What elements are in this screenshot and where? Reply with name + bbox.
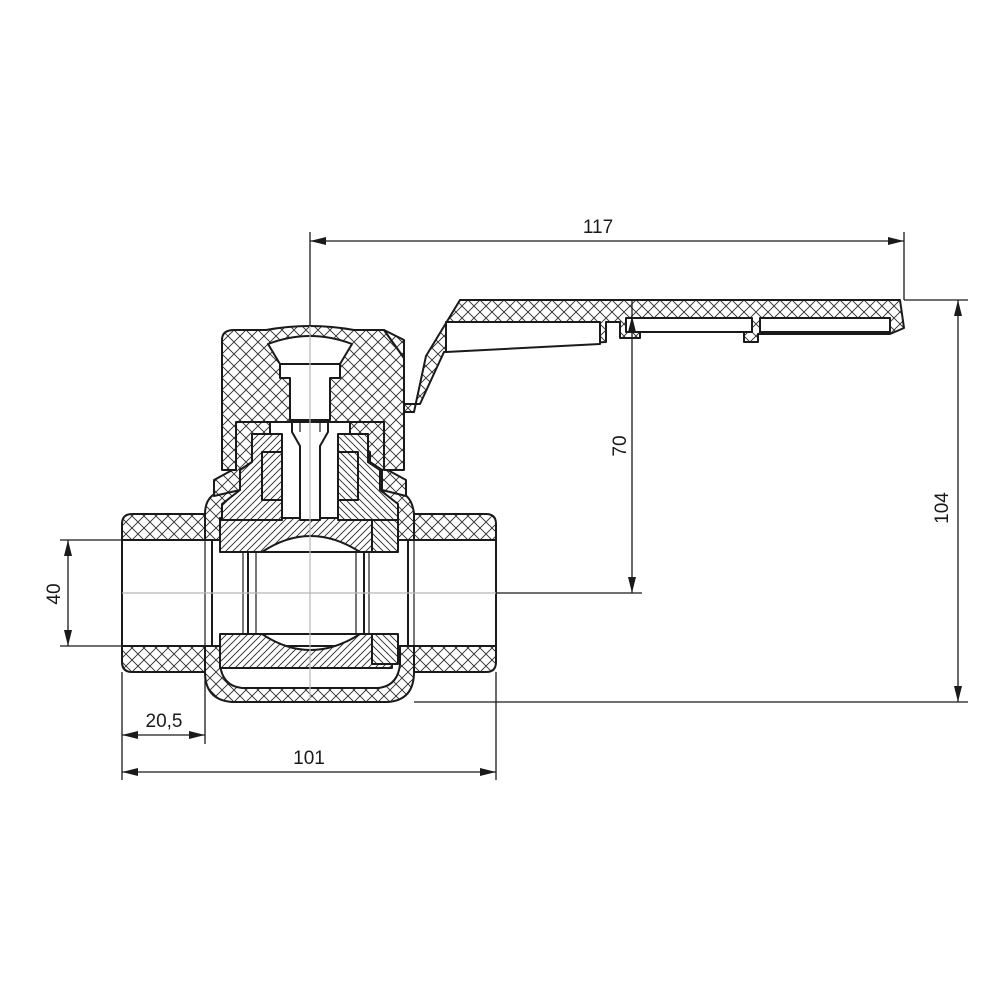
arrow-70-top — [628, 316, 636, 332]
stem-thread-left — [261, 451, 283, 501]
dimension-handle-length: 117 — [309, 217, 905, 326]
ball-upper-half — [219, 517, 393, 553]
arrow-104-top — [954, 300, 962, 316]
handle-lever-slot-2 — [625, 317, 753, 333]
dimension-bore-diameter: 40 — [44, 539, 122, 647]
left-socket-lower-wall — [121, 645, 206, 673]
label-20-5: 20,5 — [146, 711, 183, 732]
handle-lever — [383, 299, 905, 413]
dimension-stem-height: 70 — [496, 300, 642, 594]
handle-lever-slot-3 — [759, 317, 891, 333]
dimension-overall-height: 104 — [414, 299, 968, 703]
arrow-117-left — [310, 237, 326, 245]
label-101: 101 — [293, 748, 325, 769]
arrow-70-bottom — [628, 577, 636, 593]
arrow-104-bottom — [954, 686, 962, 702]
label-70: 70 — [610, 435, 631, 456]
arrow-40-bottom — [64, 630, 72, 646]
label-40: 40 — [44, 583, 65, 604]
arrow-101-left — [122, 768, 138, 776]
arrow-205-left — [122, 731, 138, 739]
left-socket-upper-wall — [121, 513, 206, 541]
label-117: 117 — [583, 217, 613, 238]
valve-handle — [221, 299, 905, 471]
seat-right-lower — [371, 633, 399, 665]
center-axes — [122, 326, 500, 700]
label-104: 104 — [932, 492, 953, 524]
handle-lever-slot-1 — [445, 321, 601, 353]
ball-lower-half — [219, 633, 393, 669]
arrow-40-top — [64, 540, 72, 556]
arrow-101-right — [480, 768, 496, 776]
dimension-socket-depth: 20,5 — [121, 672, 206, 780]
arrow-117-right — [888, 237, 904, 245]
right-socket-lower-wall — [409, 645, 497, 673]
seat-right-upper — [371, 519, 399, 553]
arrow-205-right — [189, 731, 205, 739]
stem-thread-right — [337, 451, 359, 501]
right-socket-upper-wall — [409, 513, 497, 541]
dimension-body-length: 101 — [122, 672, 497, 780]
valve-body — [121, 489, 497, 703]
